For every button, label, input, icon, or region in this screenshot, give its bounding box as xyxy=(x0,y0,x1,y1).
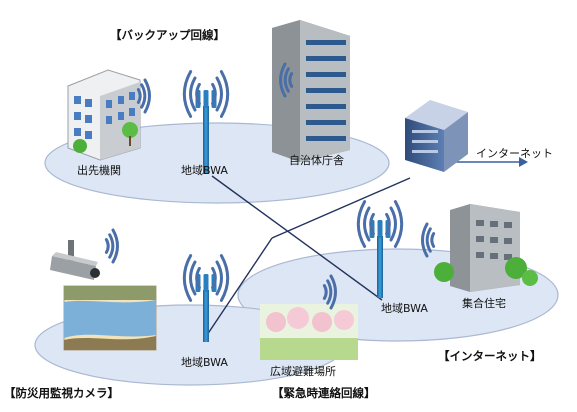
signal-wave-icon xyxy=(329,274,337,310)
camera-title: 【防災用監視カメラ】 xyxy=(4,386,119,400)
data-center-icon xyxy=(405,100,468,172)
signal-wave-icon xyxy=(326,279,333,305)
signal-wave-icon xyxy=(108,233,115,259)
signal-wave-icon xyxy=(189,260,197,296)
signal-wave-icon xyxy=(211,266,217,290)
signal-wave-icon xyxy=(389,206,397,242)
signal-wave-icon xyxy=(283,67,290,93)
signal-wave-icon xyxy=(215,260,223,296)
surveillance-camera-icon xyxy=(50,240,100,280)
bwa-top-label: 地域BWA xyxy=(181,164,228,177)
municipal-office-building-icon xyxy=(272,20,350,162)
internet-title: 【インターネット】 xyxy=(438,349,542,363)
signal-wave-icon xyxy=(356,200,367,248)
bwa-bottom-label: 地域BWA xyxy=(181,356,228,369)
bwa-right-label: 地域BWA xyxy=(381,302,428,315)
signal-wave-icon xyxy=(219,70,230,118)
housing-label: 集合住宅 xyxy=(462,297,506,310)
signal-wave-icon xyxy=(195,82,201,106)
signal-wave-icon xyxy=(425,227,432,253)
network-links xyxy=(204,175,411,339)
signal-wave-icon xyxy=(211,82,217,106)
signal-wave-icon xyxy=(363,206,371,242)
signal-waves xyxy=(104,62,436,310)
bwa-towers xyxy=(195,90,391,342)
signal-wave-icon xyxy=(288,72,294,88)
internet-label: インターネット xyxy=(476,147,553,160)
backup-line-title: 【バックアップ回線】 xyxy=(110,28,225,42)
signal-wave-icon xyxy=(279,62,287,98)
signal-wave-icon xyxy=(430,232,436,248)
signal-wave-icon xyxy=(195,266,201,290)
river-scene-image xyxy=(63,285,157,351)
signal-wave-icon xyxy=(104,238,110,254)
branch-office-building-icon xyxy=(67,69,141,161)
signal-wave-icon xyxy=(322,284,328,300)
branch-office-label: 出先機関 xyxy=(77,164,121,177)
signal-wave-icon xyxy=(111,228,119,264)
municipal-office-label: 自治体庁舎 xyxy=(289,154,344,167)
signal-wave-icon xyxy=(369,212,375,236)
apartment-building-icon xyxy=(434,204,538,292)
signal-wave-icon xyxy=(136,88,142,104)
signal-wave-icon xyxy=(421,222,429,258)
signal-wave-icon xyxy=(143,78,151,114)
signal-wave-icon xyxy=(140,83,147,109)
shelter-label: 広域避難場所 xyxy=(270,365,336,378)
evacuation-site-image xyxy=(260,304,358,360)
signal-wave-icon xyxy=(215,76,223,112)
emergency-line-title: 【緊急時連絡回線】 xyxy=(272,386,376,400)
signal-wave-icon xyxy=(385,212,391,236)
signal-wave-icon xyxy=(393,200,404,248)
signal-wave-icon xyxy=(189,76,197,112)
signal-wave-icon xyxy=(219,254,230,302)
signal-wave-icon xyxy=(182,254,193,302)
signal-wave-icon xyxy=(182,70,193,118)
